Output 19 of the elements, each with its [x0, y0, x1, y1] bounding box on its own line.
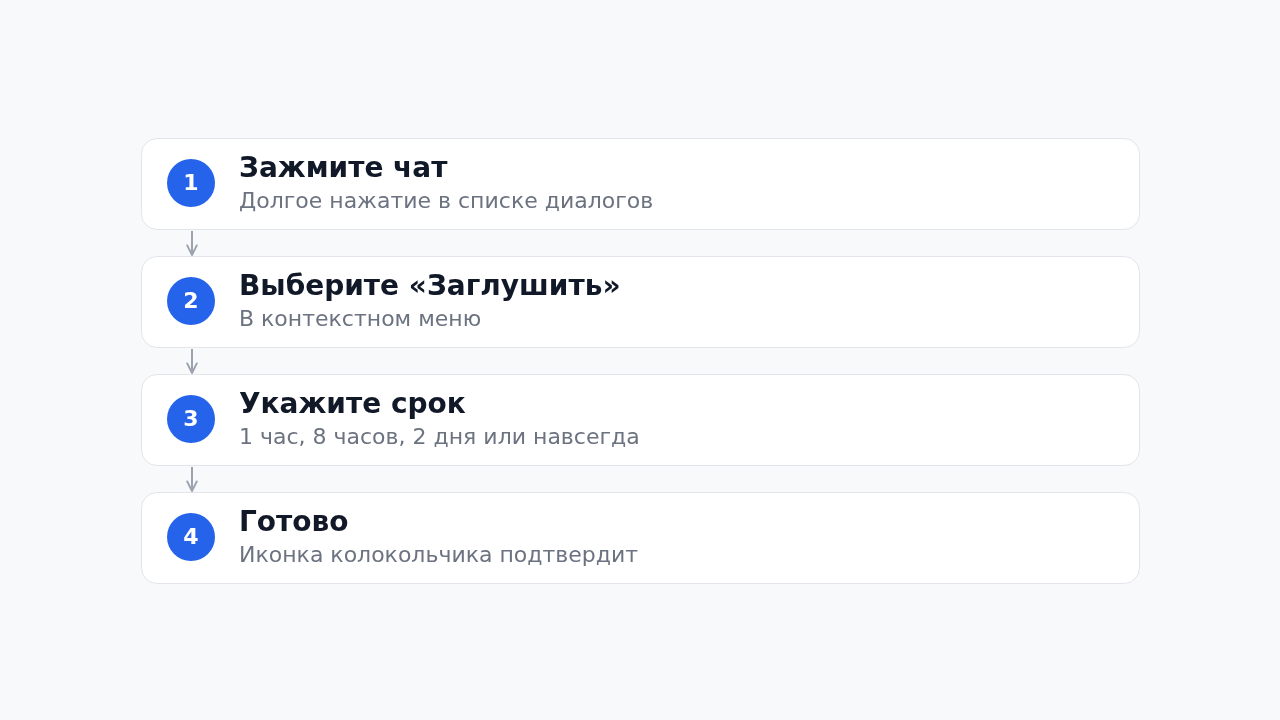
step-number: 2: [167, 277, 215, 325]
step-description: Иконка колокольчика подтвердит: [239, 542, 639, 568]
step-title: Выберите «Заглушить»: [239, 270, 621, 302]
step-title: Готово: [239, 506, 349, 538]
arrow: [186, 348, 198, 374]
step-description: Долгое нажатие в списке диалогов: [239, 188, 654, 214]
arrow: [186, 230, 198, 256]
step-title: Укажите срок: [239, 388, 466, 420]
step-number: 4: [167, 513, 215, 561]
step-card: [141, 492, 1140, 584]
step-description: В контекстном меню: [239, 306, 482, 332]
step-card: [141, 256, 1140, 348]
arrow: [186, 466, 198, 492]
step-card: [141, 138, 1140, 230]
step-description: 1 час, 8 часов, 2 дня или навсегда: [239, 424, 640, 450]
step-number: 3: [167, 395, 215, 443]
step-title: Зажмите чат: [239, 152, 448, 184]
step-number: 1: [167, 159, 215, 207]
step-card: [141, 374, 1140, 466]
